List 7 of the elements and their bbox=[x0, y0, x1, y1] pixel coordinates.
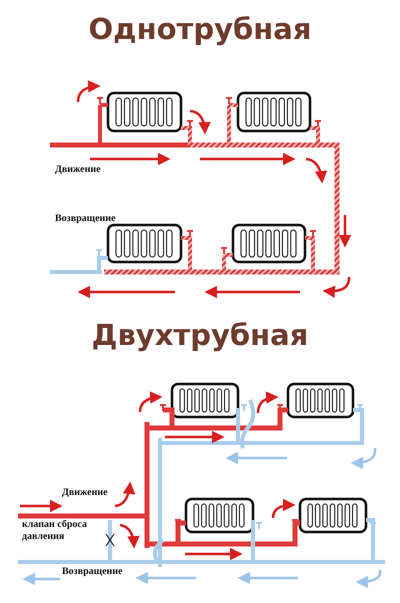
pipe-label: Движение bbox=[55, 164, 102, 176]
section-heading: Двухтрубная bbox=[90, 318, 310, 352]
section-heading: Однотрубная bbox=[88, 12, 312, 46]
pipe-label: Возвращение bbox=[55, 213, 116, 225]
pipe-label: клапан сброса давления bbox=[22, 519, 88, 543]
pipe-label: Движение bbox=[62, 487, 109, 499]
pipe-label: Возвращение bbox=[62, 566, 124, 578]
